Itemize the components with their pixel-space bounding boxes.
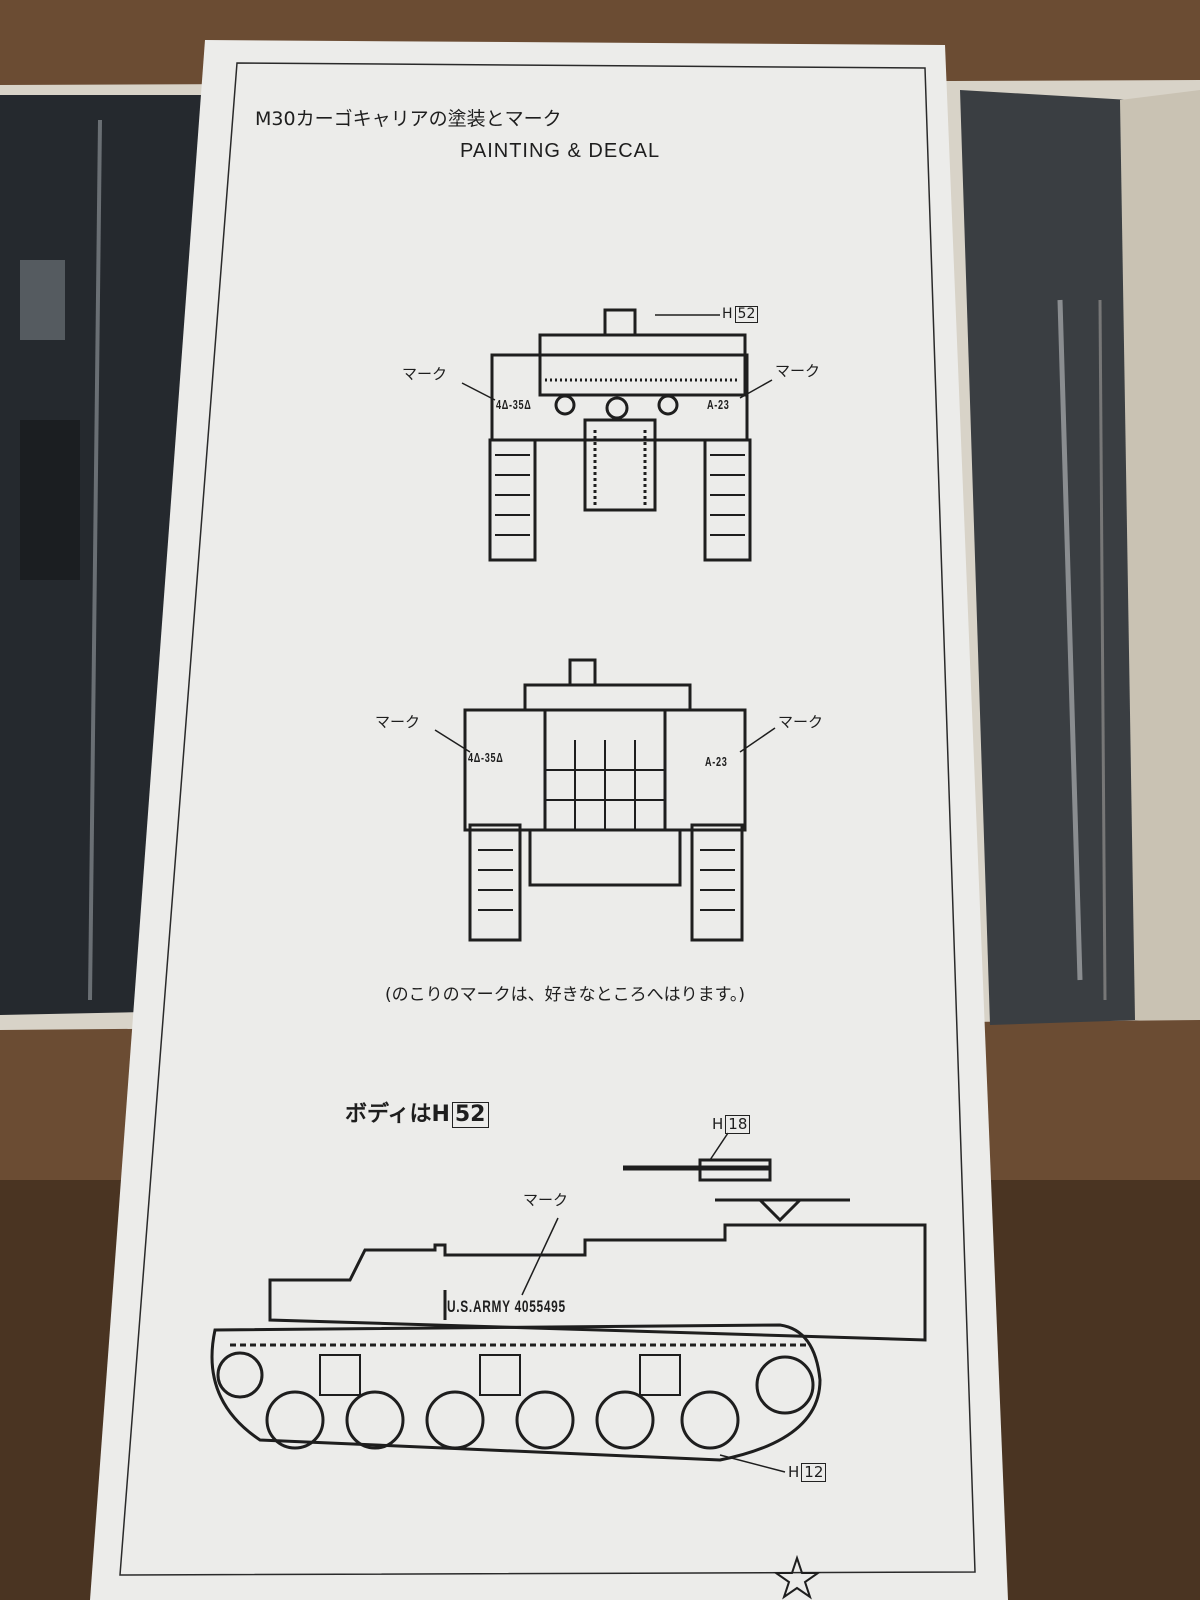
front-view-drawing: [461, 308, 773, 562]
rear-decal-right: A-23: [705, 754, 728, 769]
title-japanese: M30カーゴキャリアの塗装とマーク: [255, 108, 562, 130]
rear-mark-right: マーク: [778, 713, 824, 731]
rear-mark-left: マーク: [375, 713, 421, 731]
front-decal-left: 4Δ-35Δ: [496, 397, 532, 412]
star-insignia-icon: [772, 1554, 822, 1600]
rear-decal-left: 4Δ-35Δ: [468, 750, 504, 765]
rear-view-drawing: [434, 658, 776, 942]
title-english: PAINTING & DECAL: [460, 140, 661, 162]
side-decal: U.S.ARMY 4055495: [447, 1297, 566, 1316]
side-mark: マーク: [523, 1191, 569, 1209]
remaining-marks-note: (のこりのマークは、好きなところへはります。): [385, 985, 746, 1005]
plastic-sprues-right: [960, 90, 1140, 1025]
sheet-border: [119, 62, 976, 1576]
front-mark-right: マーク: [775, 362, 821, 380]
front-decal-right: A-23: [707, 397, 730, 412]
side-view-drawing: [210, 1132, 927, 1600]
front-mark-left: マーク: [402, 365, 448, 383]
instruction-sheet: [90, 40, 1008, 1600]
